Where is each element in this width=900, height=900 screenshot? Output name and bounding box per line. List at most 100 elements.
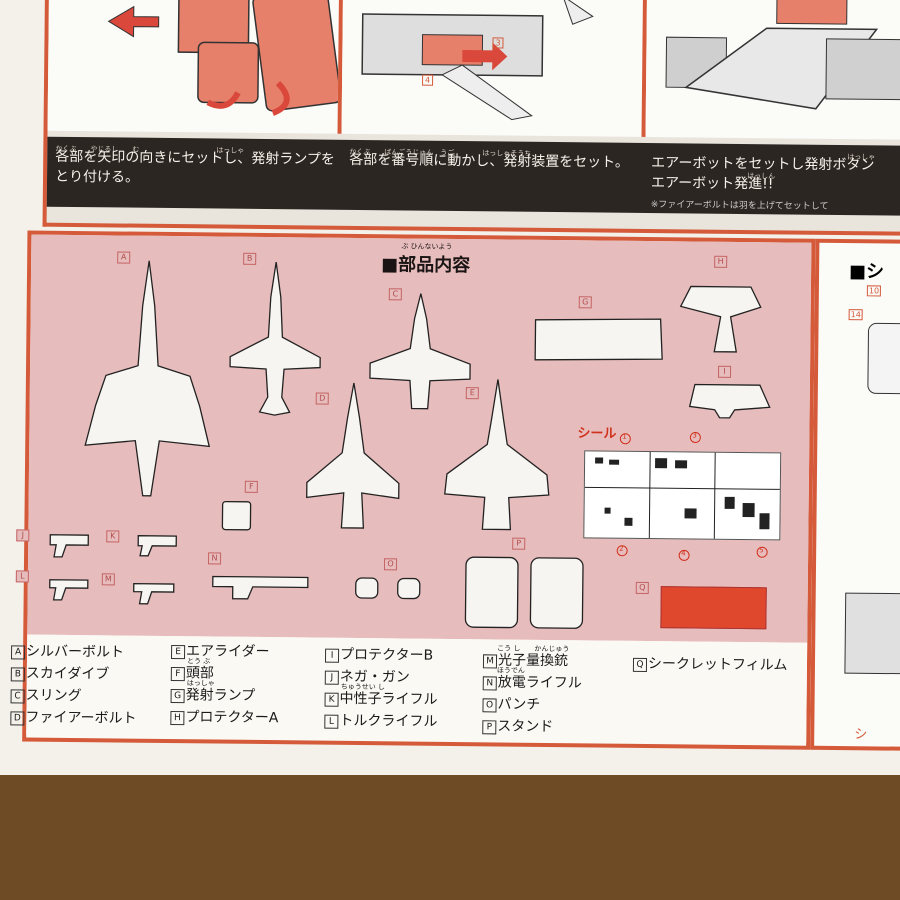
- part-label-b: B: [243, 252, 257, 265]
- sticker-callout-2: [616, 545, 628, 557]
- part-m-photon-gun: [133, 582, 175, 605]
- step-3-drawing: [665, 0, 900, 110]
- step-1-drawing: [107, 0, 342, 116]
- sticker-title: シール: [577, 426, 617, 442]
- part-o-punch-left: [355, 577, 379, 599]
- step-2-illustration: 3 4: [341, 0, 647, 137]
- legend-letter-b: B: [10, 667, 25, 682]
- legend-letter-m: M: [482, 654, 498, 669]
- part-n-discharge-rifle: [212, 575, 309, 600]
- legend-letter-f: F: [170, 667, 185, 682]
- step-2-callout-3: 3: [492, 37, 504, 49]
- step-2-callout-4: 4: [422, 74, 434, 86]
- part-e-air-raider: [444, 379, 550, 531]
- part-label-o: O: [383, 558, 398, 571]
- legend-letter-j: J: [324, 670, 339, 685]
- parts-illustration-area: ぶ ひんないよう ■部品内容: [15, 234, 812, 643]
- part-p-stand-right: [529, 557, 584, 629]
- part-l-torque-rifle: [49, 579, 89, 601]
- legend-name-c: スリング: [25, 687, 82, 705]
- part-a-silverbolt: [84, 260, 211, 497]
- part-label-c: C: [388, 288, 402, 301]
- legend-name-i: プロテクターB: [339, 646, 434, 664]
- legend-name-p: スタンド: [497, 718, 554, 736]
- part-label-l: L: [15, 570, 29, 583]
- sticker-number-2: 2: [619, 544, 624, 553]
- legend-name-h: プロテクターA: [185, 709, 279, 727]
- part-o-punch-right: [397, 577, 421, 600]
- legend-name-b: スカイダイブ: [25, 665, 110, 683]
- part-label-a: A: [117, 251, 131, 264]
- part-p-stand-left: [464, 556, 519, 629]
- sticker-number-1: 1: [622, 432, 627, 441]
- sticker-number-5: 5: [759, 546, 764, 555]
- sticker-sheet-drawing: [584, 452, 780, 539]
- part-i-protector-b: [688, 383, 771, 419]
- legend-letter-i: I: [324, 648, 340, 663]
- sticker-callout-5: [756, 546, 768, 558]
- secret-film: [660, 586, 767, 630]
- right-section-drawing: [844, 322, 900, 675]
- step-captions-bar: かくぶ やじるし む はっしゃ 各部を矢印の向きにセットし、発射ランプを とり付…: [46, 136, 900, 217]
- part-label-p: P: [512, 537, 526, 550]
- part-label-k: K: [106, 530, 120, 543]
- legend-name-a: シルバーボルト: [25, 643, 125, 661]
- part-label-f: F: [244, 480, 258, 493]
- legend-letter-a: A: [10, 645, 26, 660]
- legend-letter-k: K: [324, 692, 339, 707]
- legend-letter-o: O: [482, 698, 497, 713]
- step-2-caption: 各部を番号順に動かし、発射装置をセット。: [349, 151, 630, 171]
- part-label-h: H: [714, 255, 728, 268]
- step-3-caption-line-2: エアーボット発進!!: [650, 175, 774, 193]
- legend-name-o: パンチ: [497, 696, 541, 713]
- instruction-steps-strip: 3 4 かくぶ やじるし む はっしゃ 各部を矢印の向きにセットし、発射ランプを…: [42, 0, 900, 237]
- sticker-callout-4: [678, 549, 690, 561]
- part-b-skydive: [229, 262, 321, 416]
- sticker-callout-3: [689, 432, 701, 444]
- part-label-n: N: [207, 552, 222, 565]
- sticker-sheet: [583, 450, 782, 541]
- legend-letter-l: L: [324, 714, 339, 729]
- part-label-q: Q: [635, 581, 649, 595]
- legend-name-d: ファイアーボルト: [25, 709, 137, 727]
- legend-letter-d: D: [10, 711, 25, 726]
- legend-letter-p: P: [482, 720, 497, 735]
- legend-name-q: シークレットフィルム: [647, 656, 788, 674]
- parts-drawings: [49, 260, 771, 629]
- step-1-caption-line-2: とり付ける。: [54, 168, 140, 186]
- legend-name-l: トルクライフル: [339, 712, 438, 730]
- part-label-m: M: [101, 573, 115, 586]
- part-label-g: G: [578, 296, 592, 309]
- step-3-note: ※ファイアーボルトは羽を上げてセットして: [650, 200, 829, 212]
- legend-letter-c: C: [10, 689, 25, 704]
- part-label-d: D: [315, 392, 329, 405]
- step-1-illustration: [47, 0, 343, 134]
- legend-letter-g: G: [170, 689, 185, 704]
- part-j-nega-gun: [49, 534, 89, 558]
- part-h-protector-a: [679, 285, 762, 353]
- parts-contents-panel: ぶ ひんないよう ■部品内容: [10, 230, 816, 750]
- part-label-e: E: [465, 387, 479, 400]
- sticker-number-4: 4: [681, 549, 686, 558]
- step-3-illustration: [645, 0, 900, 141]
- part-f-head: [221, 500, 252, 531]
- step-2-drawing: [361, 0, 594, 121]
- sticker-callout-1: [619, 433, 631, 445]
- part-label-i: I: [717, 365, 732, 378]
- right-section-panel: ■シ 10 14 シ: [810, 238, 900, 752]
- legend-name-k: 中性子ライフル: [339, 690, 438, 708]
- legend-letter-n: N: [482, 676, 497, 691]
- legend-letter-e: E: [171, 645, 186, 660]
- part-c-sling: [369, 293, 471, 410]
